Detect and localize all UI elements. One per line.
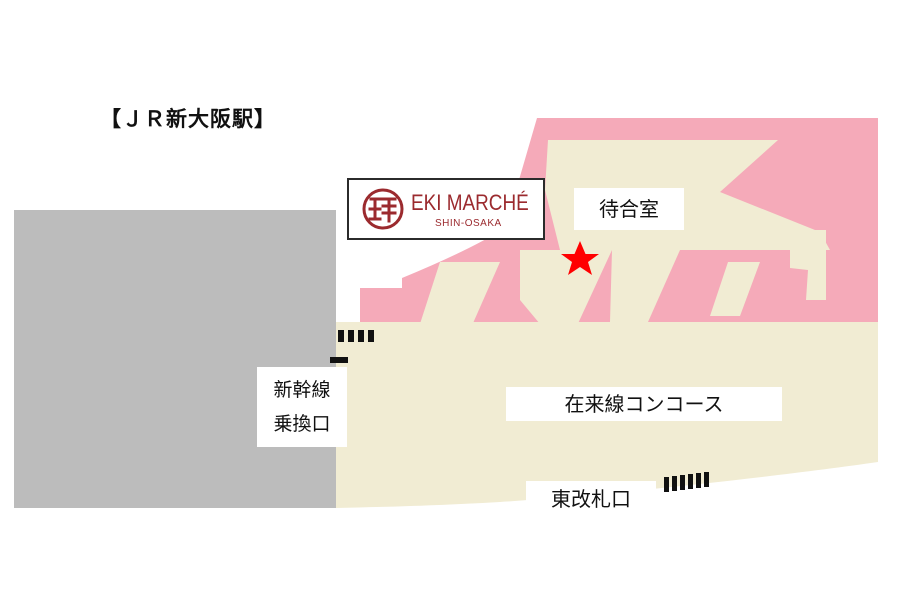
station-title: 【ＪＲ新大阪駅】	[100, 107, 276, 131]
logo-name: EKI MARCHÉ	[411, 190, 529, 215]
east-gate-label: 東改札口	[526, 481, 656, 517]
east-gate-marks	[664, 472, 709, 492]
concourse-area	[336, 340, 878, 508]
transfer-gate	[330, 330, 374, 363]
conventional-concourse-label: 在来線コンコース	[506, 387, 782, 421]
shinkansen-transfer-line2: 乗換口	[273, 413, 331, 435]
star-marker	[561, 241, 599, 275]
shinkansen-area	[14, 210, 336, 508]
shinkansen-transfer-label: 新幹線 乗換口	[257, 367, 347, 447]
eki-marche-logo: EKI MARCHÉ SHIN-OSAKA	[347, 178, 545, 240]
logo-subtitle: SHIN-OSAKA	[435, 218, 502, 229]
eki-marche-emblem-icon	[362, 188, 404, 230]
shinkansen-transfer-line1: 新幹線	[273, 379, 331, 401]
waiting-room-label: 待合室	[574, 188, 684, 230]
